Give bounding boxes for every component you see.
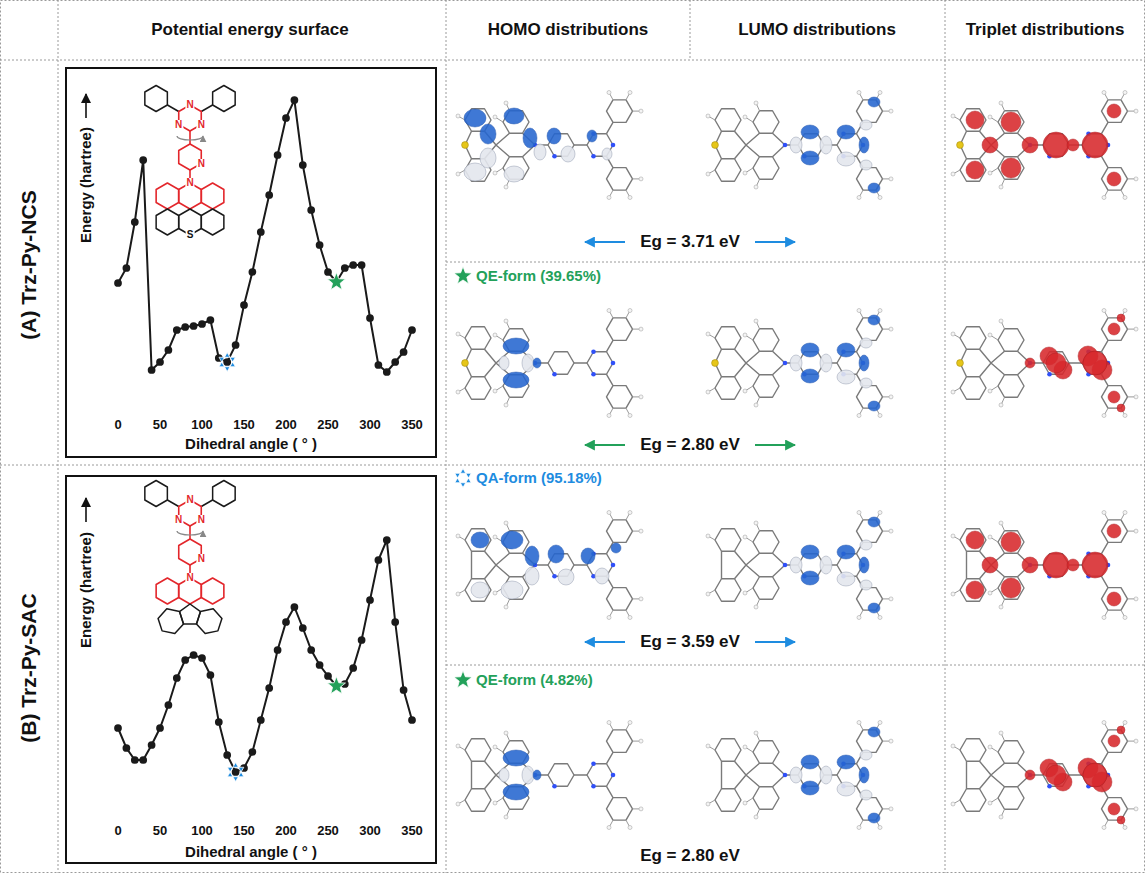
tick-label: 100 bbox=[191, 418, 213, 433]
tick-label: 50 bbox=[153, 824, 167, 839]
gap-label: Eg = 2.80 eV bbox=[640, 846, 740, 866]
atom-label: N bbox=[185, 573, 194, 583]
atom-label: N bbox=[197, 554, 206, 564]
axis-title: Dihedral angle ( ° ) bbox=[185, 435, 317, 452]
column-header: Potential energy surface bbox=[151, 20, 348, 40]
axis-title: Energy (hartree) bbox=[77, 532, 94, 648]
tick-label: 100 bbox=[191, 824, 213, 839]
tick-label: 300 bbox=[359, 418, 381, 433]
form-stars bbox=[454, 267, 472, 688]
tick-label: 0 bbox=[114, 418, 121, 433]
atom-label: N bbox=[185, 100, 194, 110]
row-label: (B) Trz-Py-SAC bbox=[17, 593, 41, 742]
tick-label: 50 bbox=[153, 418, 167, 433]
tick-label: 250 bbox=[317, 824, 339, 839]
tick-label: 350 bbox=[401, 824, 423, 839]
conformer-label: QE-form (39.65%) bbox=[476, 267, 601, 284]
column-header: HOMO distributions bbox=[488, 20, 649, 40]
atom-label: N bbox=[185, 495, 194, 505]
gap-arrows bbox=[585, 242, 795, 642]
tick-label: 200 bbox=[275, 418, 297, 433]
column-header: Triplet distributions bbox=[966, 20, 1125, 40]
pes-plot-a bbox=[66, 68, 436, 457]
orbital-images-b bbox=[456, 511, 1138, 830]
atom-label: N bbox=[197, 120, 206, 130]
column-header: LUMO distributions bbox=[738, 20, 896, 40]
conformer-label: QA-form (95.18%) bbox=[476, 469, 602, 486]
axis-title: Dihedral angle ( ° ) bbox=[185, 843, 317, 860]
gap-label: Eg = 3.59 eV bbox=[640, 632, 740, 652]
atom-label: N bbox=[174, 120, 183, 130]
tick-label: 250 bbox=[317, 418, 339, 433]
row-label: (A) Trz-Py-NCS bbox=[17, 190, 41, 339]
tick-label: 150 bbox=[233, 418, 255, 433]
tick-label: 200 bbox=[275, 824, 297, 839]
atom-label: N bbox=[185, 178, 194, 188]
conformer-label: QE-form (4.82%) bbox=[476, 671, 593, 688]
gap-label: Eg = 3.71 eV bbox=[640, 232, 740, 252]
tick-label: 150 bbox=[233, 824, 255, 839]
atom-label: N bbox=[197, 159, 206, 169]
tick-label: 350 bbox=[401, 418, 423, 433]
axis-title: Energy (hartree) bbox=[77, 127, 94, 243]
orbital-images-a bbox=[456, 91, 1138, 418]
tick-label: 300 bbox=[359, 824, 381, 839]
gap-label: Eg = 2.80 eV bbox=[640, 435, 740, 455]
atom-label: N bbox=[174, 515, 183, 525]
tick-label: 0 bbox=[114, 824, 121, 839]
pes-plot-b bbox=[66, 476, 436, 863]
atom-label: N bbox=[197, 515, 206, 525]
atom-label: S bbox=[186, 230, 195, 240]
